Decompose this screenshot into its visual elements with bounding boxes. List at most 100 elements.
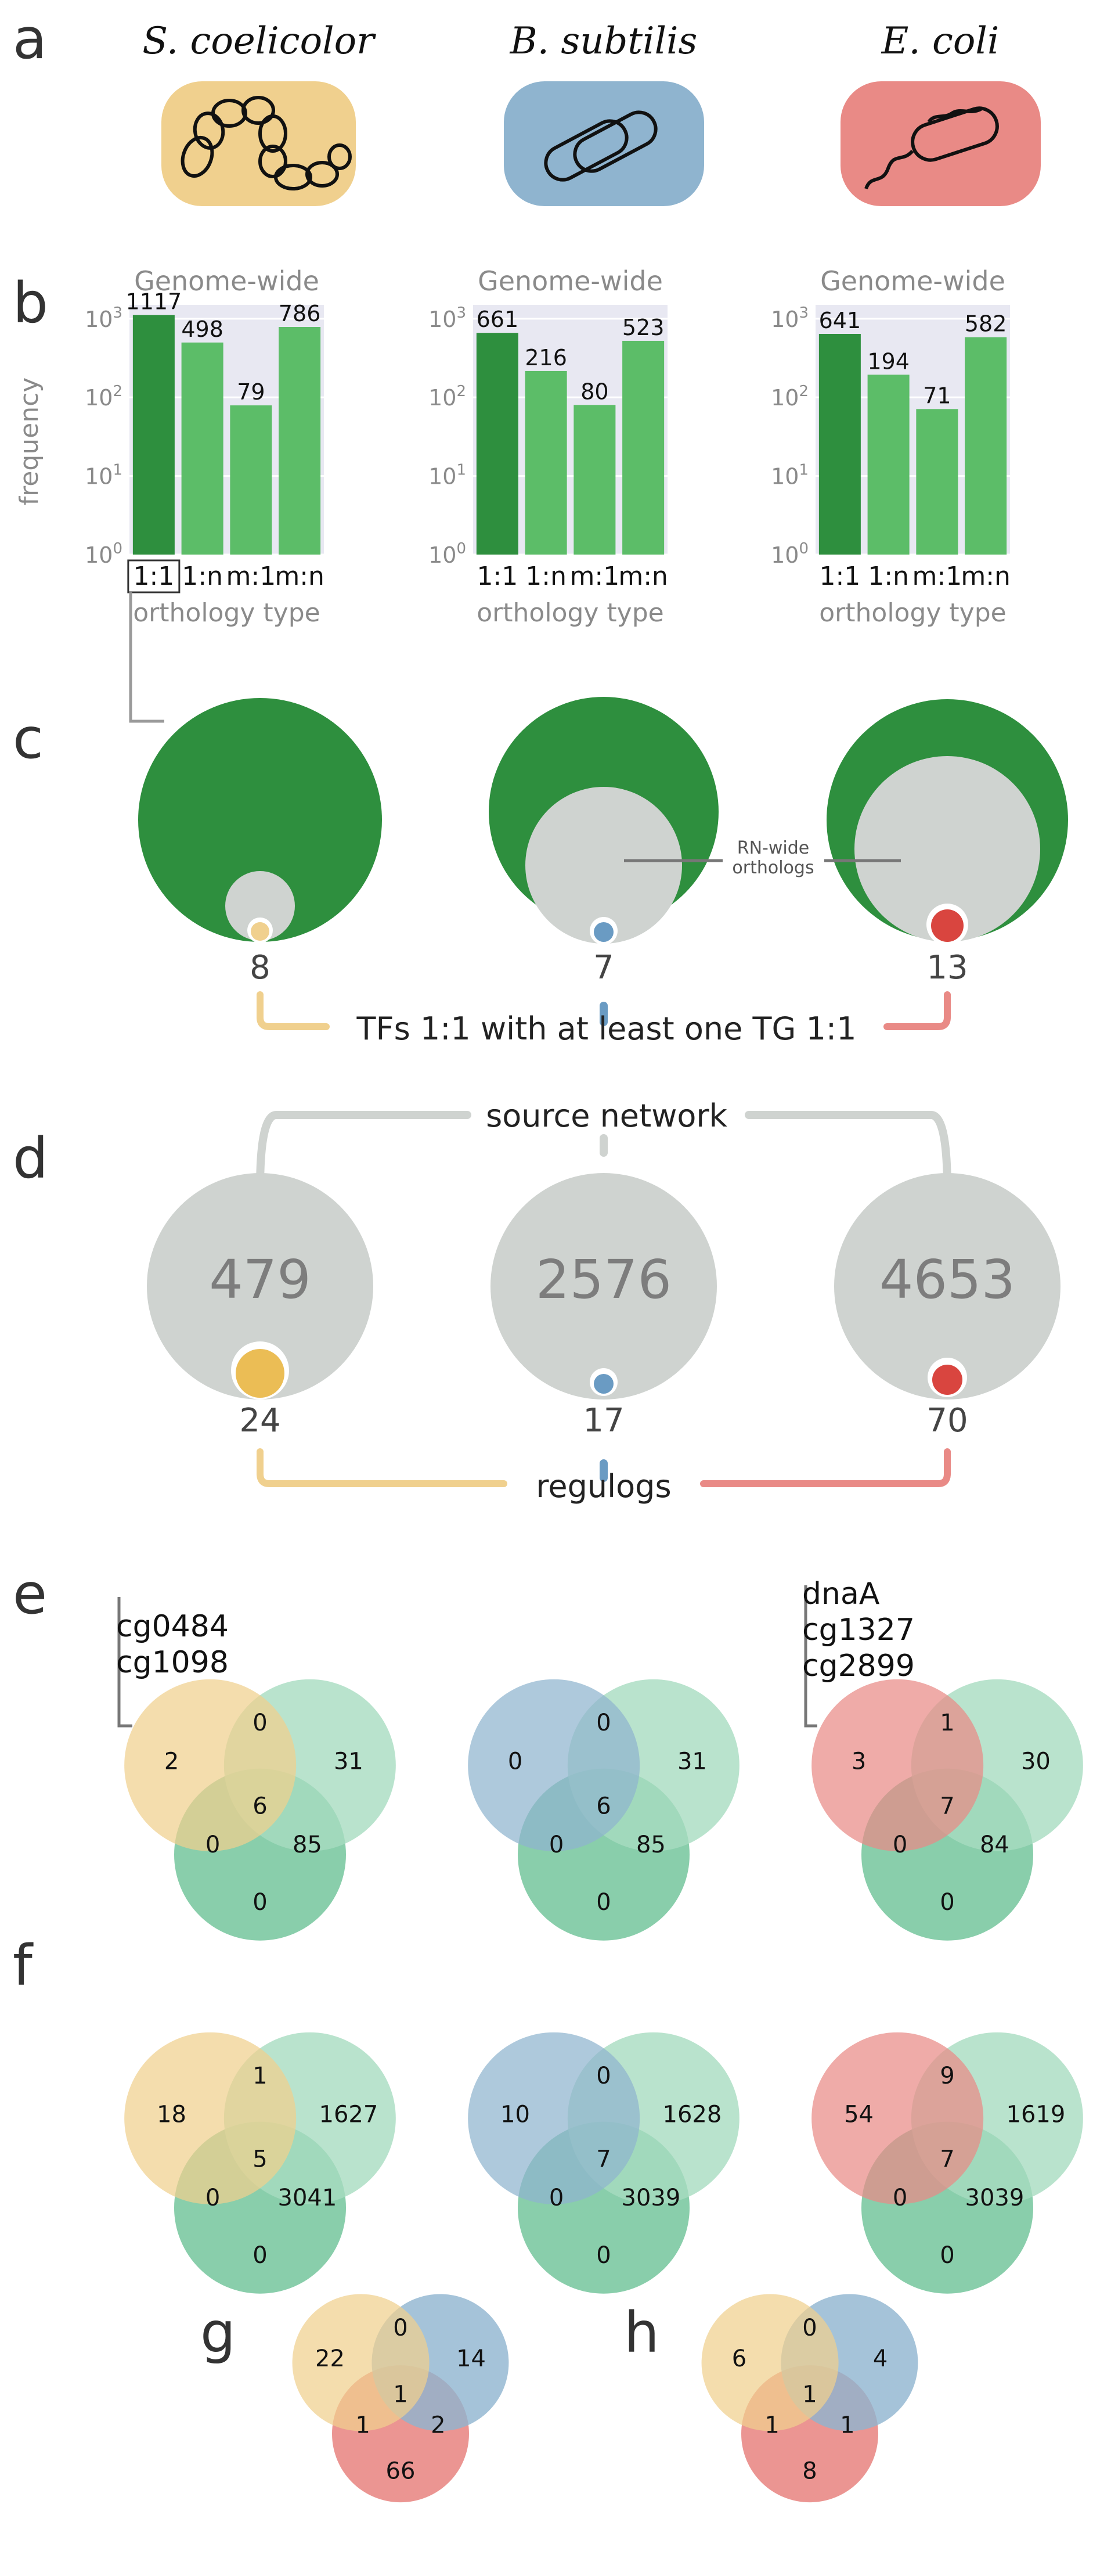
regulog-circle bbox=[594, 1374, 614, 1394]
genome-wide-1-1-circle bbox=[138, 698, 382, 942]
venn-count-b-c: 85 bbox=[293, 1832, 322, 1858]
source-network-label: source network bbox=[486, 1098, 728, 1134]
bar bbox=[818, 333, 861, 555]
gene-list-left: cg0484 cg1098 bbox=[116, 1597, 229, 1728]
tick-exponent: 3 bbox=[456, 304, 466, 322]
venn-count-only-c: 8 bbox=[802, 2458, 817, 2485]
venn-count-a-b: 9 bbox=[940, 2063, 954, 2089]
gene-list-bracket bbox=[804, 1585, 817, 1728]
chart-title: Genome-wide bbox=[134, 265, 319, 297]
venn-count-center: 6 bbox=[252, 1793, 267, 1819]
venn-circle-a bbox=[468, 1679, 640, 1851]
bar bbox=[230, 405, 272, 555]
venn-count-only-c: 0 bbox=[940, 1889, 954, 1916]
regulogs-bracket: regulogs bbox=[257, 1448, 951, 1505]
venn-count-only-b: 30 bbox=[1021, 1748, 1051, 1775]
y-tick-label: 103 bbox=[428, 304, 466, 332]
venn-circle-a bbox=[468, 2032, 640, 2204]
rn-wide-orthologs-circle bbox=[225, 871, 295, 941]
x-axis-label: orthology type bbox=[819, 598, 1006, 628]
x-tick-label: 1:1 bbox=[477, 562, 518, 591]
venn-count-a-c: 0 bbox=[205, 2185, 220, 2211]
venn-count-only-a: 10 bbox=[500, 2101, 530, 2128]
bar-value-label: 216 bbox=[525, 345, 567, 370]
venn-count-a-b: 0 bbox=[596, 1710, 611, 1736]
species-name-e-coli: E. coli bbox=[881, 20, 1000, 63]
venn-circle-a bbox=[811, 1679, 984, 1851]
venn-count-center: 5 bbox=[252, 2146, 267, 2172]
tick-exponent: 2 bbox=[456, 383, 466, 400]
tf-count-s-coelicolor: 8 bbox=[250, 949, 270, 987]
panel-letter-a: a bbox=[13, 6, 47, 71]
bar bbox=[525, 370, 567, 555]
venn-count-b-c: 84 bbox=[980, 1832, 1009, 1858]
venn-count-only-c: 0 bbox=[940, 2242, 954, 2269]
bar-value-label: 661 bbox=[477, 307, 519, 332]
tick-exponent: 0 bbox=[456, 540, 466, 557]
x-tick-label: m:n bbox=[275, 562, 324, 591]
yellow-bracket bbox=[257, 991, 330, 1030]
venn-count-only-b: 31 bbox=[677, 1748, 707, 1775]
x-tick-label: 1:1 bbox=[133, 562, 174, 591]
highlight-box bbox=[127, 559, 181, 593]
regulog-circle bbox=[932, 1365, 962, 1395]
orthology-circle-2: 7 bbox=[489, 697, 719, 987]
venn-count-only-b: 4 bbox=[873, 2345, 888, 2372]
gene-name: cg1327 bbox=[802, 1613, 915, 1647]
bar bbox=[965, 337, 1007, 555]
annotation-text-line-1: RN-wide bbox=[737, 838, 809, 858]
panel-letter-f: f bbox=[13, 1933, 34, 1998]
rn-wide-orthologs-circle bbox=[854, 756, 1040, 942]
source-network-size: 4653 bbox=[879, 1249, 1015, 1311]
bar-value-label: 498 bbox=[181, 316, 223, 342]
x-tick-label: 1:n bbox=[182, 562, 223, 591]
x-tick-label: m:n bbox=[618, 562, 668, 591]
gene-list-right: dnaA cg1327 cg2899 bbox=[802, 1577, 915, 1728]
source-network-size: 479 bbox=[209, 1249, 311, 1311]
tick-exponent: 2 bbox=[799, 383, 809, 400]
gene-name: cg1098 bbox=[116, 1645, 229, 1680]
y-tick-label: 102 bbox=[85, 383, 122, 411]
venn-count-a-c: 0 bbox=[893, 2185, 907, 2211]
species-card-e-coli: E. coli bbox=[841, 20, 1041, 206]
tick-exponent: 0 bbox=[113, 540, 122, 557]
tick-exponent: 1 bbox=[799, 462, 809, 479]
bar bbox=[916, 409, 958, 555]
venn-count-only-b: 1627 bbox=[319, 2101, 378, 2128]
bar-value-label: 641 bbox=[819, 308, 861, 333]
venn-circle-a bbox=[701, 2294, 839, 2431]
source-network-size: 2576 bbox=[536, 1249, 672, 1311]
venn-count-only-a: 22 bbox=[315, 2345, 345, 2372]
panel-letter-c: c bbox=[13, 706, 44, 771]
venn-count-b-c: 3039 bbox=[965, 2185, 1025, 2211]
chart-title: Genome-wide bbox=[478, 265, 663, 297]
panel-letter-d: d bbox=[13, 1126, 48, 1191]
venn-count-a-c: 1 bbox=[764, 2412, 779, 2439]
e-coli-flagellated-cell-icon bbox=[864, 106, 999, 190]
tf-1-1-circle bbox=[594, 922, 614, 942]
venn-count-only-c: 0 bbox=[252, 1889, 267, 1916]
bar-value-label: 786 bbox=[279, 301, 321, 326]
venn-count-center: 7 bbox=[596, 2146, 611, 2172]
y-tick-label: 101 bbox=[771, 462, 809, 490]
species-name-s-coelicolor: S. coelicolor bbox=[142, 20, 376, 63]
y-tick-label: 103 bbox=[85, 304, 122, 332]
venn-count-b-c: 1 bbox=[840, 2412, 854, 2439]
orthology-circle-1: 8 bbox=[138, 698, 382, 987]
panel-c-caption: TFs 1:1 with at least one TG 1:1 bbox=[356, 1010, 857, 1047]
bar bbox=[622, 340, 665, 555]
venn-count-only-c: 66 bbox=[386, 2458, 416, 2485]
species-card-background bbox=[841, 81, 1041, 206]
y-tick-label: 100 bbox=[771, 540, 809, 568]
venn-circle-a bbox=[811, 2032, 984, 2204]
source-network-circle-1: 479 24 bbox=[147, 1173, 373, 1440]
bar-value-label: 523 bbox=[622, 315, 665, 340]
y-tick-label: 100 bbox=[85, 540, 122, 568]
